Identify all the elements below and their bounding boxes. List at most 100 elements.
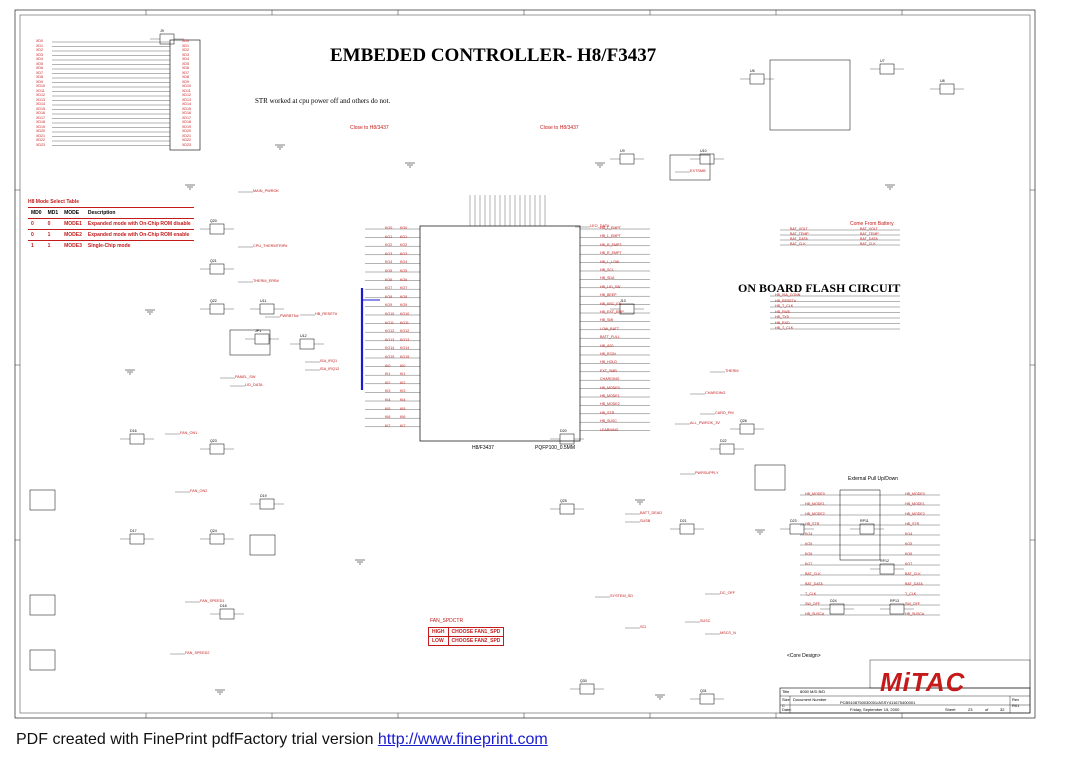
component-body xyxy=(879,63,895,75)
ec-left-pin: KI4 xyxy=(400,398,406,402)
ec-left-net: KO12 xyxy=(385,329,395,334)
connector-pin-label: XD15 xyxy=(182,106,191,111)
component-ref: U7 xyxy=(880,59,885,63)
component-ref: D20 xyxy=(560,429,567,433)
component-ref: D23 xyxy=(790,519,797,523)
component-ref: D18 xyxy=(220,604,227,608)
ec-left-net: KO15 xyxy=(385,355,395,359)
misc-net: SUSB xyxy=(640,519,651,523)
misc-net: DC_OFF xyxy=(720,591,736,595)
misc-net: PWRSUPPLY xyxy=(695,471,719,475)
pullup-net: BAT_DATA xyxy=(805,582,823,586)
ec-left-pin: KI3 xyxy=(400,389,406,394)
component-body xyxy=(209,533,225,545)
component-body xyxy=(879,563,895,575)
table-cell: Expanded mode with On-Chip ROM enable xyxy=(84,229,194,241)
close-right-label: Close to H8/3437 xyxy=(540,125,579,131)
component-ref: U6 xyxy=(750,69,755,73)
misc-net: EXTSMB xyxy=(690,169,706,173)
ec-right-net: HB_R_EMPT xyxy=(600,251,622,256)
footer-link[interactable]: http://www.fineprint.com xyxy=(377,731,548,748)
ic-reset xyxy=(229,329,271,356)
connector-pin-label: XD2 xyxy=(182,48,189,52)
table-cell: 1 xyxy=(28,240,45,251)
ec-right-net: HB_RCIN xyxy=(600,352,616,356)
ec-left-net: KO3 xyxy=(385,251,393,256)
connector-net-label: XD0 xyxy=(36,39,43,43)
pullup-net: BAT_CLK xyxy=(805,572,821,576)
component-ref: U9 xyxy=(620,149,625,153)
table-cell: CHOOSE FAN1_SPD xyxy=(447,627,505,637)
core-design-label: <Core Design> xyxy=(787,653,821,659)
ec-left-pin: KI2 xyxy=(400,380,406,385)
connector-net-label: XD1 xyxy=(36,43,43,48)
table-cell: 0 xyxy=(28,218,45,230)
ec-left-net: KI7 xyxy=(385,423,391,428)
ec-left-net: KI5 xyxy=(385,406,391,411)
sheet-label: Sheet xyxy=(945,707,956,712)
ec-right-net: BATT_FULL xyxy=(600,335,620,340)
connector-net-label: XD18 xyxy=(36,120,45,124)
str-note: STR worked at cpu power off and others d… xyxy=(255,97,391,105)
ec-left-net: KO8 xyxy=(385,294,393,299)
ec-left-net: KO6 xyxy=(385,277,393,282)
component-body xyxy=(739,423,755,435)
component-body xyxy=(159,33,175,45)
battery-label: Come From Battery xyxy=(850,221,894,227)
size-value: C xyxy=(782,703,785,708)
pullup-net: HB_MODE1 xyxy=(805,502,825,506)
component-body xyxy=(129,433,145,445)
component-ref: Q21 xyxy=(210,259,217,263)
component-body xyxy=(859,523,875,535)
component-body xyxy=(209,443,225,455)
ec-left-pin: KI1 xyxy=(400,372,406,377)
component-body xyxy=(889,603,905,615)
connector-pin-label: XD16 xyxy=(182,111,191,115)
ec-right-net: EXT_SMB xyxy=(600,368,617,373)
pullup-net-right: HB_MODE0 xyxy=(905,492,925,496)
component-ref: Q24 xyxy=(210,529,217,533)
pullup-net-right: HB_MODE1 xyxy=(905,502,925,506)
ic-esd xyxy=(754,464,786,491)
title-label: Title xyxy=(782,689,790,694)
misc-net: CHARGING xyxy=(705,391,726,395)
flash-net: HB_TXD xyxy=(775,315,790,319)
ec-left-net: KO9 xyxy=(385,303,393,308)
misc-net: LID_DATA xyxy=(245,383,263,387)
component-ref: RP11 xyxy=(860,519,869,523)
ec-left-net: KO2 xyxy=(385,243,393,248)
ec-right-net: HB_BEEP xyxy=(600,293,617,298)
flash-net: HB_T_CLK xyxy=(775,326,794,330)
connector-pin-label: XD0 xyxy=(182,39,189,43)
misc-net: PANEL_SW xyxy=(235,375,256,379)
component-ref: Q30 xyxy=(580,679,587,683)
connector-net-label: XD9 xyxy=(36,79,43,84)
battery-net: BAT_VOLT xyxy=(790,227,808,231)
ec-right-net: HB_HOLD xyxy=(600,360,617,365)
connector-net-label: XD22 xyxy=(36,138,45,142)
ic-pullup-array xyxy=(839,489,881,561)
pullup-net-right: KO6 xyxy=(905,552,913,556)
ec-left-net: KO13 xyxy=(385,337,395,342)
ec-part: H8/F3437 xyxy=(472,445,494,451)
ec-package: PQFP100_0.5MM xyxy=(535,445,576,451)
component-body xyxy=(299,338,315,350)
misc-net: FAN_SPEED2 xyxy=(185,651,210,655)
ec-left-pin: KI6 xyxy=(400,415,406,420)
connector-pin-label: XD13 xyxy=(182,97,191,102)
connector-pin-label: XD18 xyxy=(182,120,191,124)
table-cell: MODE3 xyxy=(61,240,85,251)
ec-left-net: KI2 xyxy=(385,380,391,385)
board-title: 8050 M/D B/D xyxy=(800,689,826,694)
component-body xyxy=(209,263,225,275)
pullup-net-right: HB_SUSC# xyxy=(905,612,924,616)
component-ref: Q31 xyxy=(700,689,707,693)
ec-left-net: KI3 xyxy=(385,389,391,394)
table-cell: LOW xyxy=(428,636,449,646)
connector-pin-label: XD21 xyxy=(182,133,191,138)
schematic-wiring xyxy=(14,9,1036,719)
ec-left-pin: KO14 xyxy=(400,346,410,351)
connector-net-label: XD10 xyxy=(36,84,45,88)
